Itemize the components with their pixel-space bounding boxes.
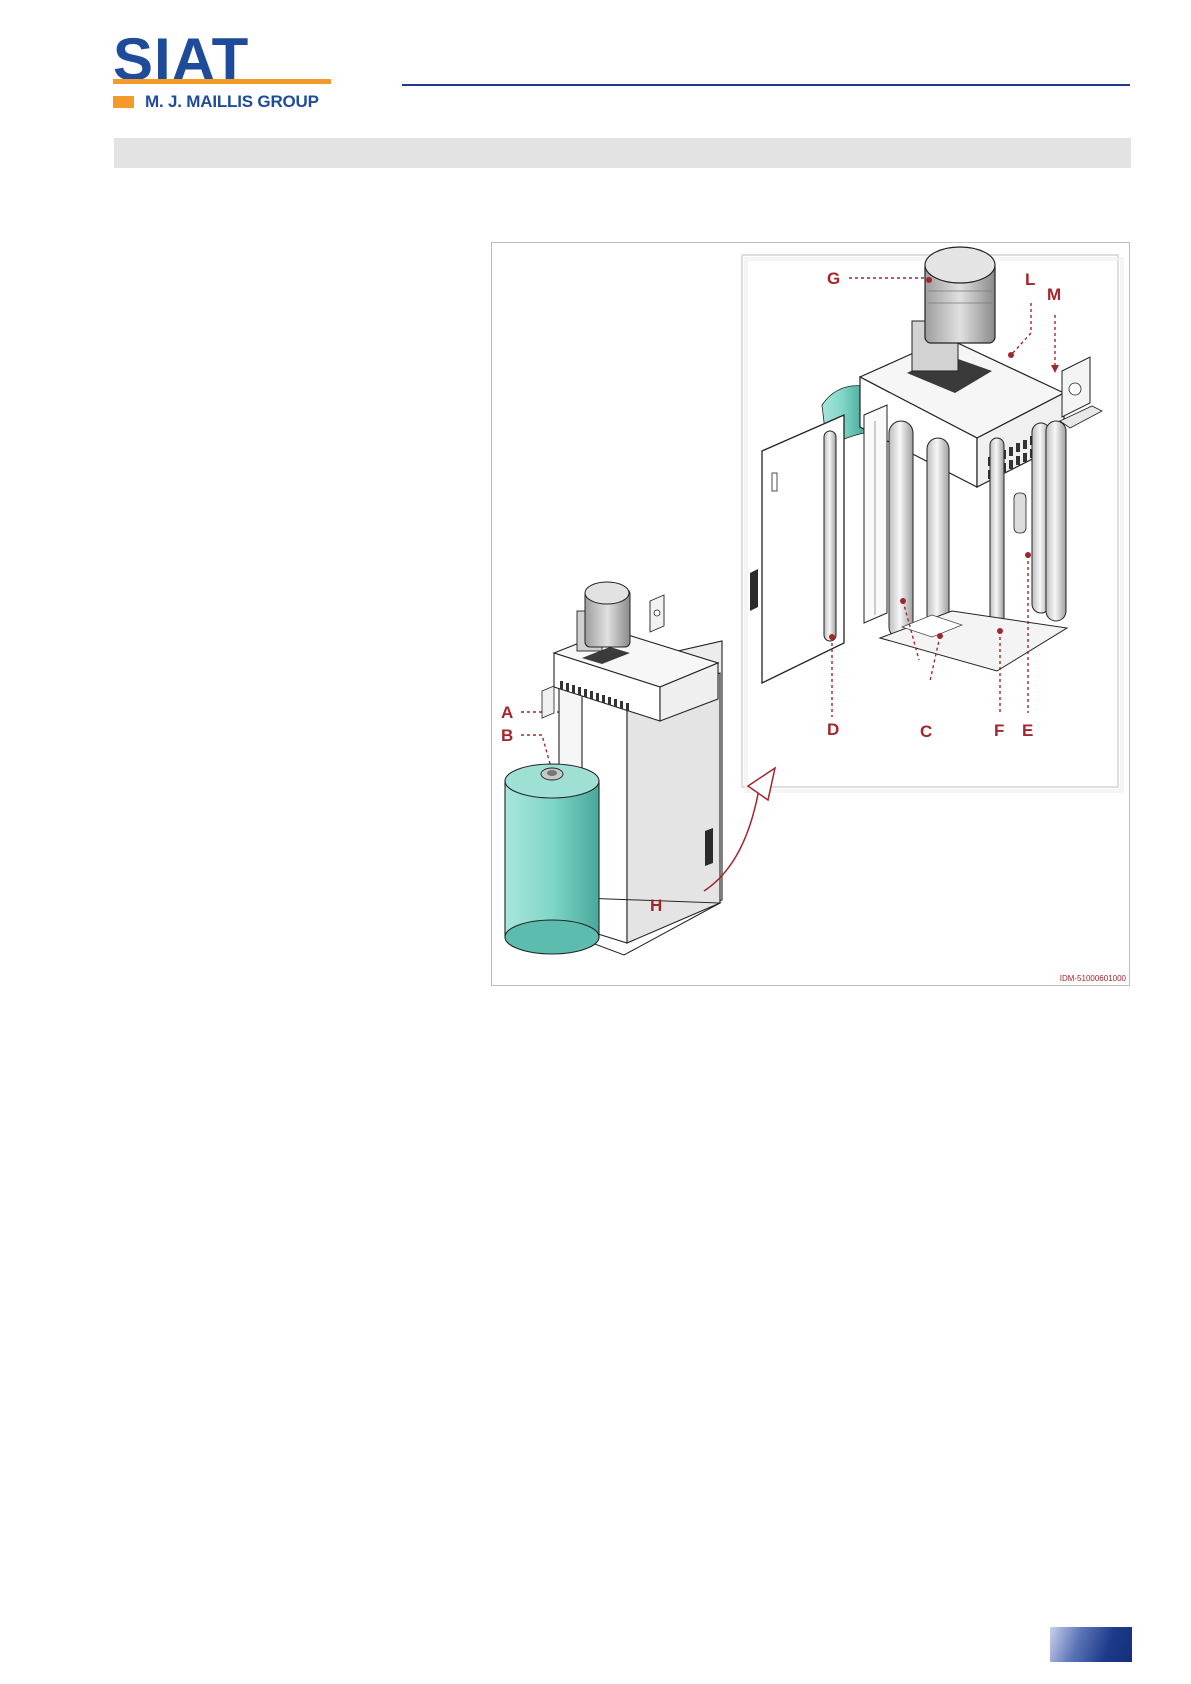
siat-logo: SIAT M. J. MAILLIS GROUP xyxy=(113,30,333,115)
section-title-bar xyxy=(114,138,1131,168)
figure-code: IDM-51000601000 xyxy=(1060,974,1126,983)
overview-machine: A B H xyxy=(501,582,775,955)
callout-l: L xyxy=(1025,270,1035,289)
page-number-tab xyxy=(1050,1627,1132,1662)
logo-orange-rule xyxy=(113,79,331,84)
header-rule xyxy=(402,84,1130,86)
callout-d: D xyxy=(827,720,839,739)
callout-g: G xyxy=(827,269,840,288)
callout-e: E xyxy=(1022,721,1033,740)
machine-illustration: G L M D C F E xyxy=(492,243,1129,985)
callout-m: M xyxy=(1047,285,1061,304)
callout-f: F xyxy=(994,721,1004,740)
callout-b: B xyxy=(501,726,513,745)
technical-figure: G L M D C F E xyxy=(491,242,1130,986)
callout-a: A xyxy=(501,703,513,722)
callout-c: C xyxy=(920,722,932,741)
logo-orange-square xyxy=(113,96,134,108)
logo-group-name: M. J. MAILLIS GROUP xyxy=(145,92,319,112)
callout-h: H xyxy=(650,896,662,915)
